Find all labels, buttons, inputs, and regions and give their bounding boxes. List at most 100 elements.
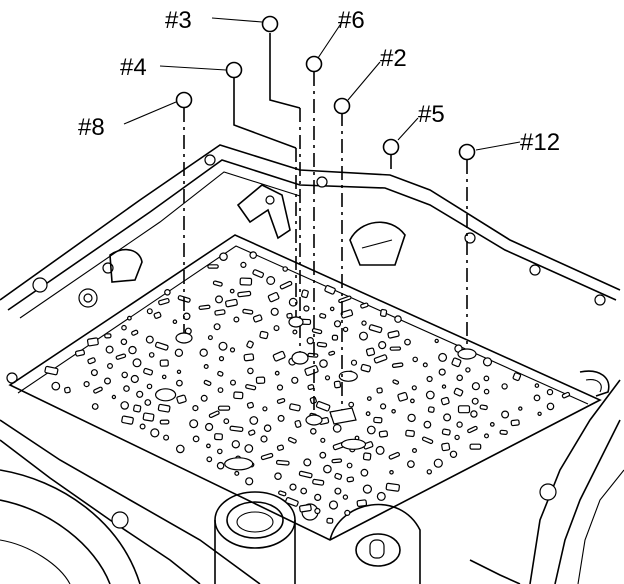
plate-slot: [276, 398, 286, 404]
plate-hole: [205, 443, 211, 449]
plate-hole: [454, 434, 460, 441]
plate-hole: [218, 356, 225, 362]
plate-hole: [342, 494, 349, 500]
plate-hole: [362, 484, 372, 494]
plate-hole: [314, 507, 321, 515]
plate-slot: [239, 277, 253, 286]
plate-hole: [277, 414, 285, 422]
plate-slot: [131, 329, 139, 336]
plate-hole: [518, 406, 523, 411]
plate-slot: [360, 302, 369, 309]
plate-hole: [148, 352, 155, 358]
plate-slot: [198, 304, 211, 310]
plate-slot: [133, 404, 142, 413]
plate-hole: [449, 450, 458, 458]
plate-hole: [132, 358, 142, 368]
plate-slot: [86, 337, 99, 347]
plate-slot: [267, 292, 280, 303]
plate-hole: [391, 408, 396, 414]
plate-slot: [307, 384, 315, 391]
plate-slot: [388, 451, 401, 460]
plate-slot: [331, 458, 343, 464]
plate-hole: [389, 469, 394, 475]
plate-slot: [203, 379, 212, 387]
plate-slot: [312, 478, 325, 486]
plate-hole: [470, 410, 478, 418]
plate-slot: [121, 415, 134, 425]
plate-hole: [292, 329, 298, 335]
callout-2: #2: [380, 45, 407, 72]
plate-hole: [426, 375, 433, 383]
plate-hole: [231, 440, 240, 449]
plate-hole: [262, 406, 268, 412]
plate-slot: [512, 372, 522, 382]
plate-slot: [346, 476, 355, 483]
plate-slot: [143, 367, 154, 376]
plate-hole: [128, 345, 137, 355]
plate-oval: [340, 438, 367, 450]
plate-slot: [441, 428, 451, 436]
ball-seats: [175, 316, 477, 426]
plate-slot: [385, 482, 400, 492]
plate-hole: [120, 338, 128, 346]
plate-hole: [163, 434, 170, 441]
plate-hole: [213, 323, 221, 331]
plate-hole: [176, 369, 182, 374]
plate-slot: [233, 391, 244, 400]
plate-hole: [366, 425, 376, 435]
plate-hole: [438, 352, 448, 362]
plate-slot: [457, 405, 471, 414]
plate-slot: [427, 406, 435, 413]
plate-hole: [465, 367, 471, 373]
plate-slot: [307, 352, 319, 358]
callout-3: #3: [165, 7, 192, 34]
plate-slot: [328, 350, 336, 356]
plate-hole: [412, 356, 419, 363]
leader-lines: [123, 17, 521, 420]
plate-slot: [159, 359, 169, 367]
plate-slot: [467, 425, 478, 434]
plate-hole: [291, 376, 299, 384]
plate-slot: [225, 298, 238, 308]
plate-hole: [394, 315, 402, 323]
plate-hole: [366, 396, 372, 402]
plate-oval: [155, 388, 177, 402]
plate-slot: [397, 391, 409, 402]
plate-hole: [426, 469, 432, 475]
plate-hole: [534, 383, 540, 388]
plate-oval: [338, 370, 358, 382]
plate-hole: [319, 359, 328, 368]
plate-hole: [244, 444, 254, 453]
plate-slot: [324, 284, 336, 295]
plate-hole: [303, 305, 310, 312]
plate-hole: [533, 394, 541, 402]
plate-hole: [270, 307, 279, 316]
plate-hole: [319, 451, 327, 459]
plate-slot: [217, 405, 231, 411]
plate-hole: [346, 462, 353, 469]
plate-hole: [434, 338, 439, 344]
plate-hole: [300, 487, 308, 495]
plate-hole: [483, 388, 490, 395]
callout-6: #6: [338, 7, 365, 34]
plate-slot: [360, 363, 372, 373]
plate-slot: [331, 334, 339, 341]
plate-slot: [158, 298, 170, 306]
plate-slot: [248, 429, 256, 436]
plate-hole: [482, 357, 493, 367]
plate-hole: [126, 315, 132, 321]
plate-hole: [245, 477, 254, 486]
plate-slot: [74, 349, 86, 357]
plate-slot: [315, 400, 331, 412]
plate-hole: [266, 276, 276, 286]
plate-slot: [561, 391, 571, 399]
plate-hole: [423, 420, 432, 429]
plate-hole: [375, 445, 385, 455]
plate-slot: [299, 503, 312, 513]
plate-hole: [306, 337, 314, 345]
plate-slot: [287, 436, 297, 444]
plate-hole: [332, 423, 342, 433]
plate-slot: [373, 354, 388, 364]
plate-slot: [421, 436, 434, 445]
plate-hole: [189, 419, 199, 429]
